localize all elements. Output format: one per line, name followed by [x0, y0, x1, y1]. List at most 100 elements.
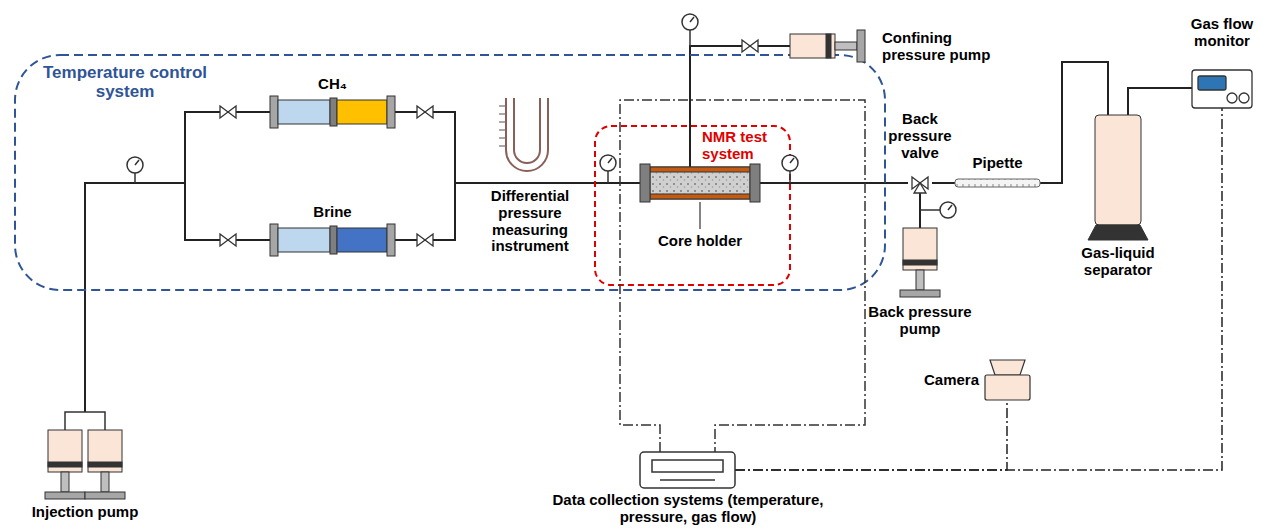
flow-monitor-device — [1227, 93, 1237, 103]
injection-pumps — [101, 472, 109, 492]
data-signal-loop — [620, 100, 865, 452]
injection-pumps — [48, 430, 82, 472]
data-logger-device — [640, 452, 735, 488]
back-pressure-pump — [900, 290, 940, 297]
camera-device — [990, 360, 1025, 375]
pipe-line — [690, 46, 790, 167]
flow-monitor-device — [1192, 70, 1252, 108]
component-label: Back pressure pump — [860, 304, 980, 338]
injection-pumps — [61, 472, 69, 492]
pipe-line — [932, 182, 955, 184]
back-pressure-pump — [916, 270, 924, 290]
confining-pump — [835, 42, 857, 50]
camera-device — [985, 375, 1030, 400]
confining-pump — [790, 30, 865, 62]
flow-monitor-device — [1198, 76, 1226, 90]
brine-container — [270, 224, 395, 256]
pipe-line — [85, 112, 270, 412]
injection-pumps — [45, 412, 125, 499]
core-holder-body — [640, 164, 650, 202]
valve-unit: Back pressure valve — [908, 173, 932, 193]
flow-monitor: Gas flow monitor — [1192, 70, 1252, 108]
data-signal-loop — [620, 100, 865, 452]
pipe-connector — [690, 46, 790, 167]
core-holder-body — [650, 194, 750, 199]
component-label: Injection pump — [15, 504, 155, 521]
ch4-container — [330, 98, 337, 126]
back-pressure-pump — [900, 228, 940, 297]
temperature-zone-outline — [15, 55, 885, 290]
u-tube-manometer — [510, 98, 544, 167]
pipette-tube — [955, 179, 1040, 187]
pressure-gauge — [135, 17, 952, 210]
u-tube-manometer — [499, 98, 544, 167]
ch4-container — [270, 96, 395, 128]
pipe-connector — [735, 400, 1007, 470]
brine-container — [337, 228, 387, 252]
nmr-zone: NMR test systemCore holder — [595, 126, 790, 285]
brine-container — [278, 228, 330, 252]
component-label: Gas flow monitor — [1182, 16, 1262, 50]
core-holder: Core holder — [640, 167, 760, 199]
separator: Gas-liquid separator — [1095, 115, 1141, 225]
valve-symbol — [220, 234, 236, 246]
core-holder-body — [640, 164, 760, 202]
pipe-connector — [395, 112, 640, 183]
component-label: Gas-liquid separator — [1058, 245, 1178, 279]
component-label: Confining pressure pump — [882, 30, 1010, 64]
pipe-line — [1128, 88, 1192, 115]
injection-pumps — [88, 430, 122, 472]
data-logger: Data collection systems (temperature, pr… — [640, 452, 735, 488]
valve-symbol — [742, 40, 758, 52]
pipe-connector — [1128, 88, 1192, 115]
injection-pumps — [48, 462, 82, 467]
ch4-container — [387, 96, 395, 128]
u-tube-manometer — [499, 106, 505, 146]
confining-pump — [790, 34, 835, 58]
back-pressure-pump — [903, 260, 937, 265]
component-label: Camera — [924, 372, 979, 389]
component-label: Pipette — [955, 155, 1040, 172]
component-label: Brine — [270, 204, 395, 221]
back-pressure-valve — [912, 177, 928, 193]
core-holder-body — [750, 164, 760, 202]
data-logger-device — [640, 452, 735, 488]
separator-vessel — [1088, 225, 1148, 240]
pipe-line — [395, 112, 640, 183]
valve-symbol — [220, 40, 758, 246]
ch4-container — [278, 100, 330, 124]
pressure-gauge — [135, 30, 940, 210]
valve-symbol — [417, 234, 433, 246]
temperature-zone: Temperature control systemCH₄BrineDiffer… — [15, 55, 885, 290]
back-pressure-pump — [903, 228, 937, 270]
signal-line — [735, 400, 1007, 470]
confining-pump — [826, 34, 831, 58]
data-logger-device — [652, 460, 723, 472]
component-label: CH₄ — [270, 76, 395, 93]
back-pressure-valve — [914, 183, 926, 193]
leader-line — [700, 202, 701, 229]
injection-pumps — [65, 412, 105, 430]
core-holder-body — [650, 167, 750, 199]
component-label: Data collection systems (temperature, pr… — [548, 492, 828, 526]
injection-pumps — [85, 492, 125, 499]
component-label: Back pressure valve — [878, 111, 962, 161]
confining-pump — [857, 30, 865, 62]
pipe-connector — [932, 183, 955, 184]
brine-container: Brine — [270, 228, 395, 252]
ch4-container — [270, 96, 278, 128]
injection-pumps — [45, 492, 85, 499]
pump-unit: Back pressure pump — [902, 228, 938, 298]
pump-unit: Injection pump — [45, 412, 125, 500]
pipette: Pipette — [955, 179, 1040, 187]
pump-unit: Confining pressure pump — [790, 30, 865, 62]
valve-symbol — [417, 106, 433, 118]
pipe-line — [85, 183, 270, 412]
component-label: Differential pressure measuring instrume… — [475, 188, 585, 255]
pipe-connector — [760, 183, 908, 184]
injection-pumps — [88, 462, 122, 467]
pipe-connector — [85, 112, 270, 412]
flow-monitor-device — [1239, 93, 1249, 103]
separator-vessel — [1088, 115, 1148, 240]
